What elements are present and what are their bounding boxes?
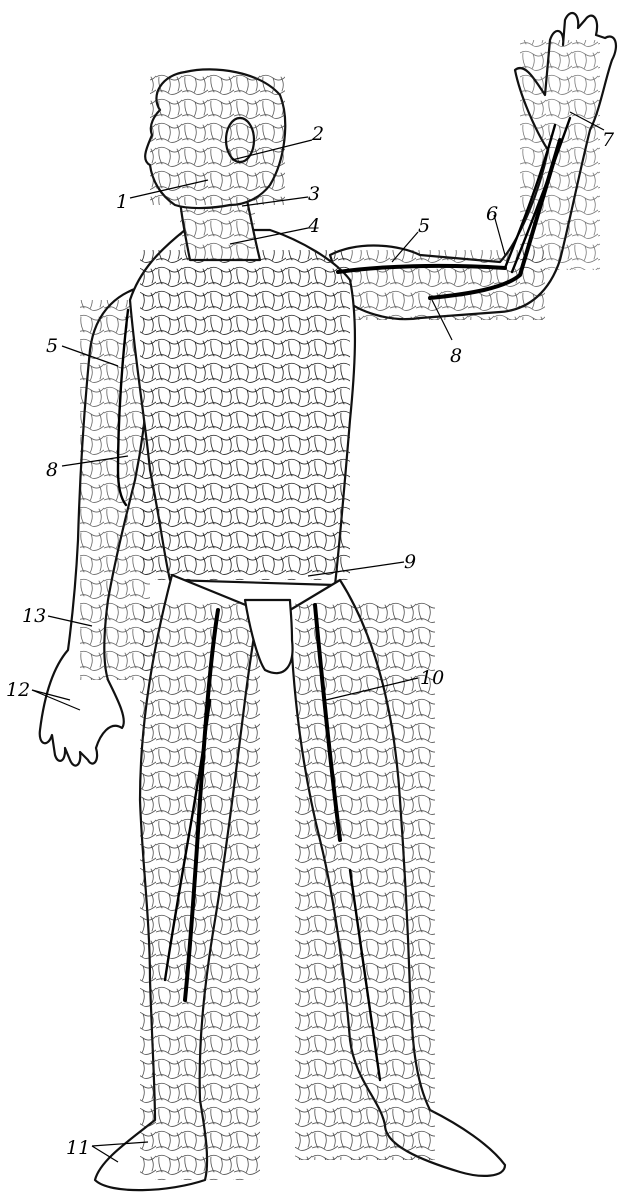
label-1: 1 [116, 191, 128, 213]
body-silhouette [40, 13, 616, 1190]
label-8-raised-arm: 8 [450, 345, 462, 367]
label-9: 9 [404, 551, 416, 573]
label-8-left-arm: 8 [46, 459, 58, 481]
label-4: 4 [307, 215, 320, 237]
label-10: 10 [420, 667, 444, 689]
label-3: 3 [308, 183, 320, 205]
label-6: 6 [486, 203, 498, 225]
label-7: 7 [602, 129, 615, 151]
label-12: 12 [6, 679, 30, 701]
label-5-left-arm: 5 [46, 335, 58, 357]
label-2: 2 [311, 123, 324, 145]
label-11: 11 [66, 1137, 90, 1159]
label-13: 13 [22, 605, 46, 627]
label-5-upper-arm: 5 [418, 215, 430, 237]
